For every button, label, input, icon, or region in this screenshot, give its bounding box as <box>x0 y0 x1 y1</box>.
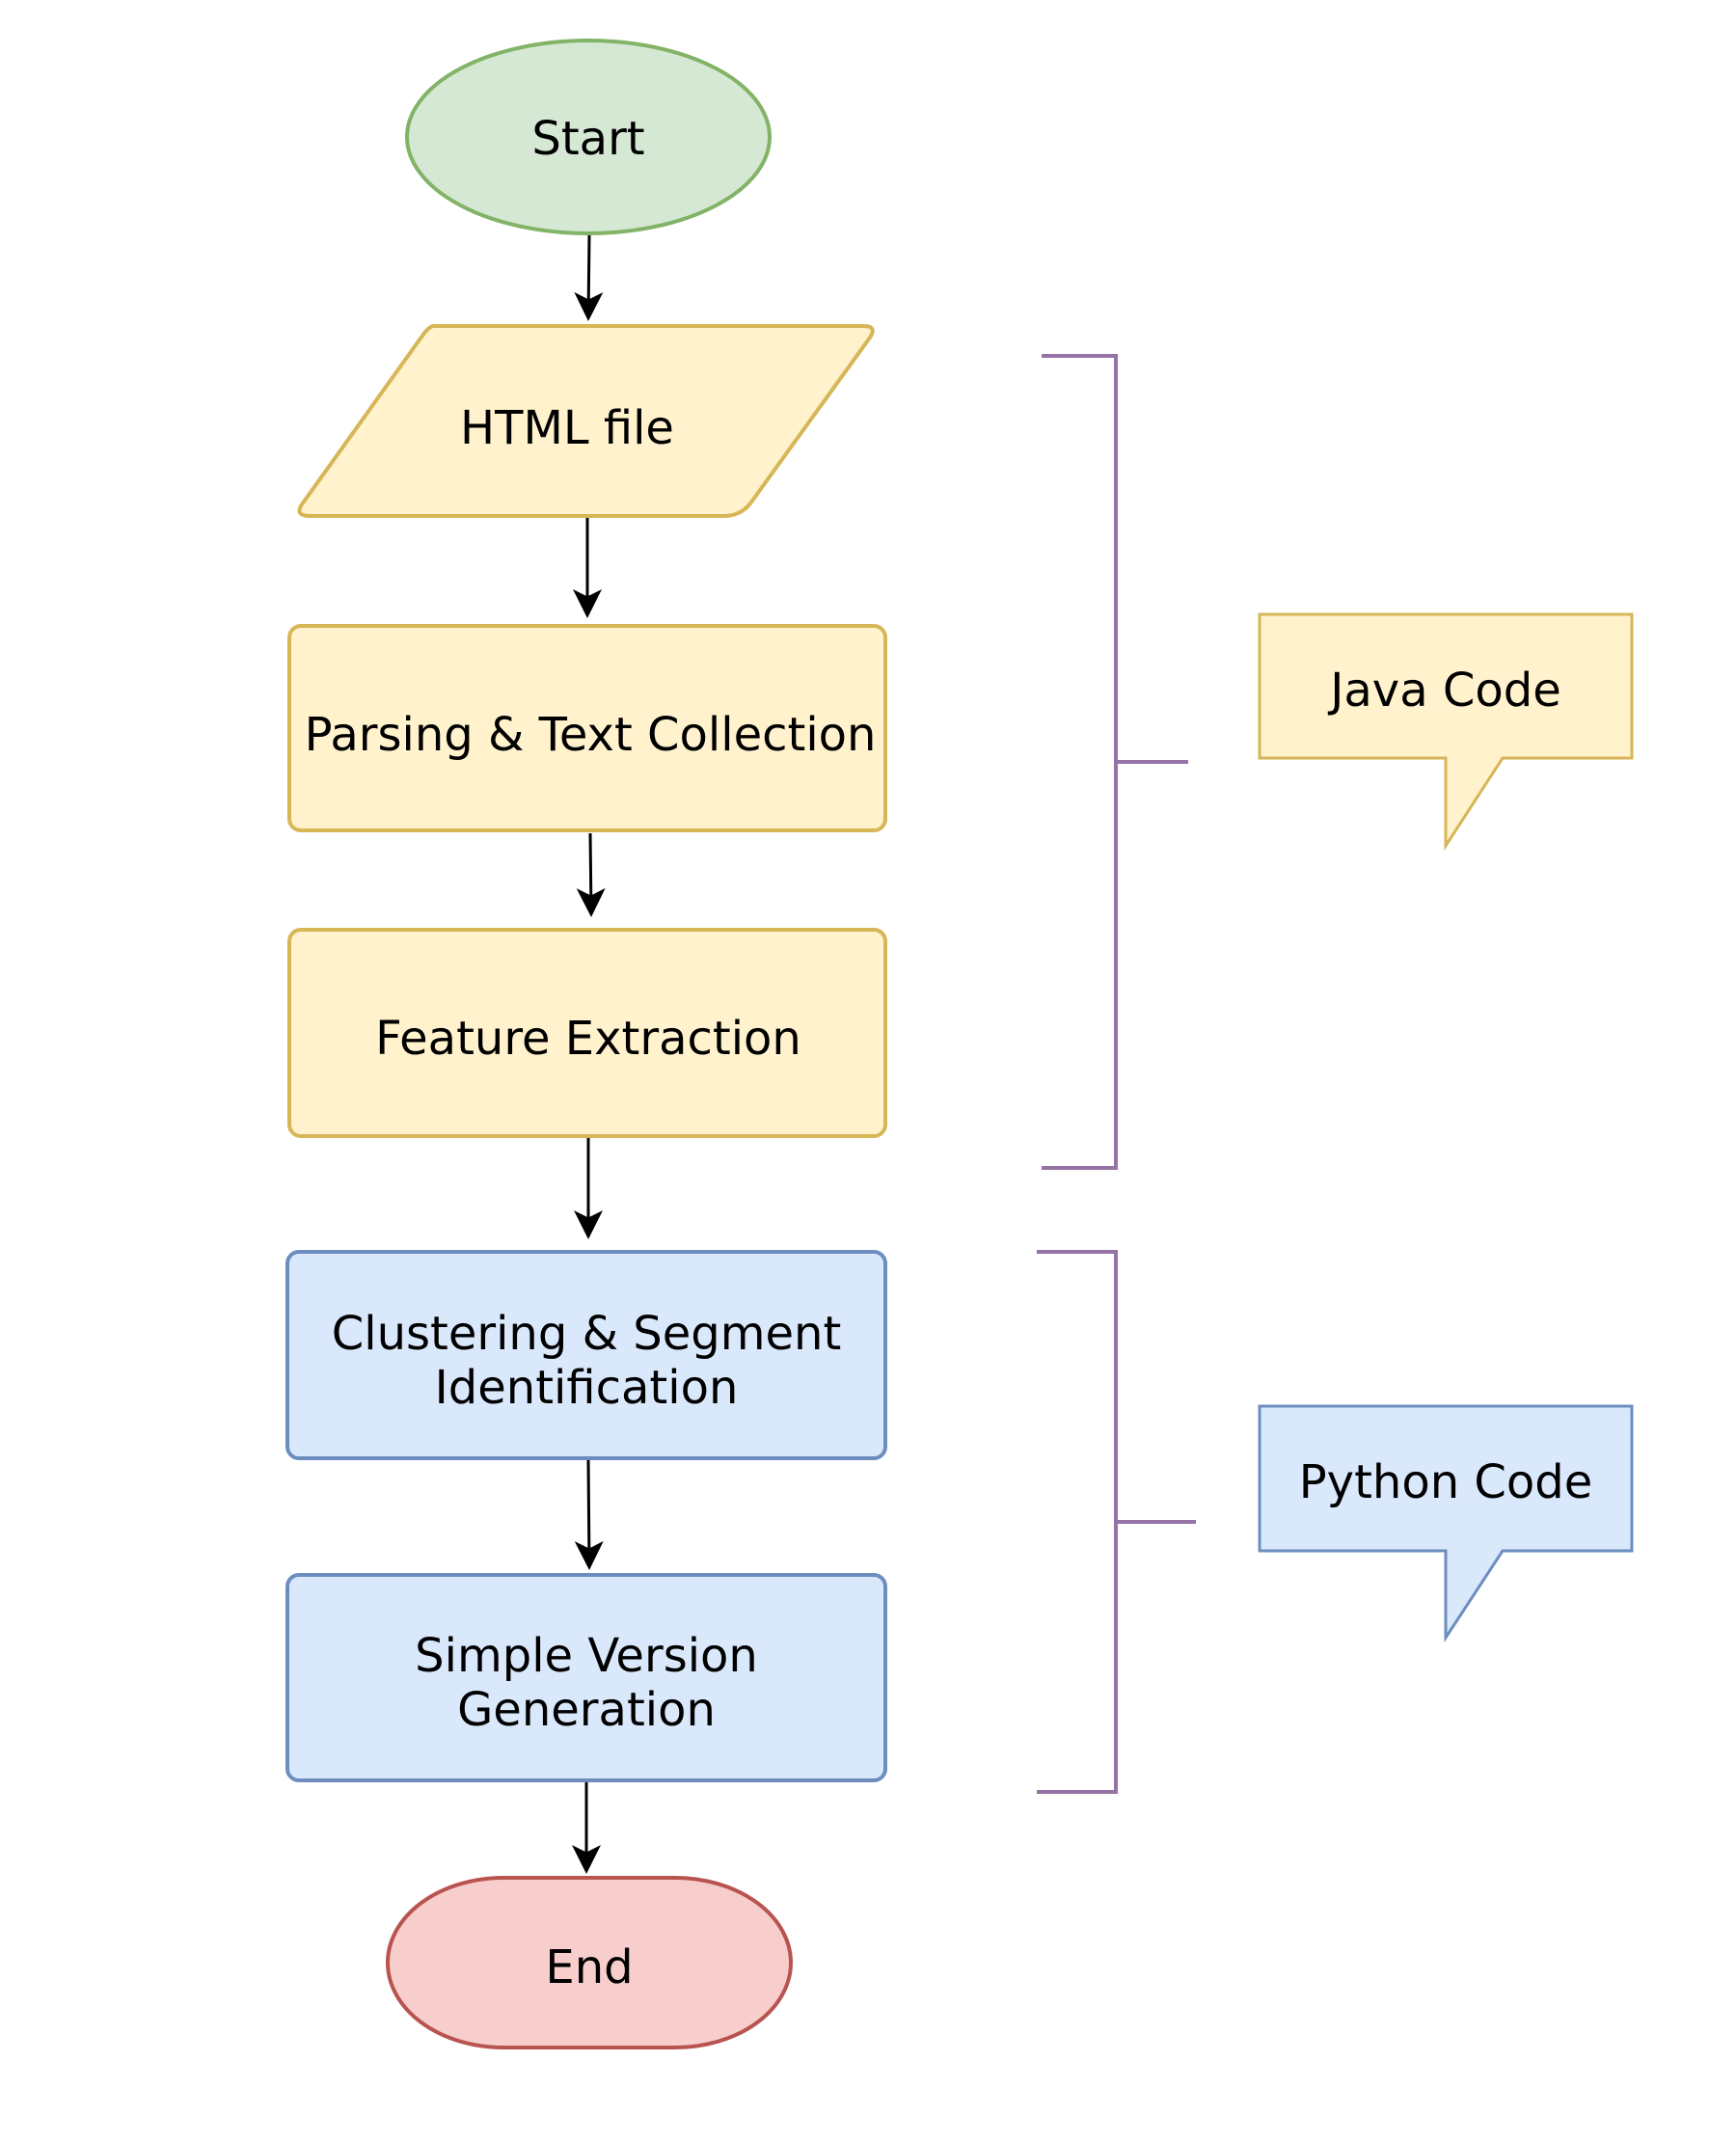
java-bracket <box>1042 354 1188 1170</box>
start-node: Start <box>405 39 772 235</box>
clustering-label-line2: Identification <box>435 1361 739 1415</box>
python-bracket <box>1037 1250 1196 1794</box>
start-label: Start <box>531 112 644 166</box>
html-file-node: HTML file <box>297 324 875 518</box>
python-code-callout: Python Code <box>1258 1404 1634 1643</box>
java-code-callout: Java Code <box>1258 612 1634 852</box>
parsing-node: Parsing & Text Collection <box>287 624 887 832</box>
parsing-label: Parsing & Text Collection <box>305 708 877 762</box>
clustering-node: Clustering & Segment Identification <box>285 1250 887 1460</box>
simple-version-label-line2: Generation <box>457 1683 716 1737</box>
html-file-label: HTML file <box>460 401 674 455</box>
simple-version-node: Simple Version Generation <box>285 1573 887 1782</box>
clustering-label-line1: Clustering & Segment <box>332 1307 842 1361</box>
arrow-parsing-to-feature <box>576 832 606 917</box>
end-node: End <box>386 1876 793 2049</box>
java-code-label: Java Code <box>1327 664 1561 718</box>
arrow-start-to-html <box>574 233 604 321</box>
end-label: End <box>545 1940 633 1994</box>
connectors <box>572 233 606 1874</box>
python-code-label: Python Code <box>1299 1455 1593 1509</box>
arrow-clustering-to-simple <box>574 1459 604 1570</box>
feature-extraction-node: Feature Extraction <box>287 928 887 1138</box>
simple-version-label-line1: Simple Version <box>415 1629 758 1683</box>
feature-extraction-label: Feature Extraction <box>375 1012 801 1066</box>
